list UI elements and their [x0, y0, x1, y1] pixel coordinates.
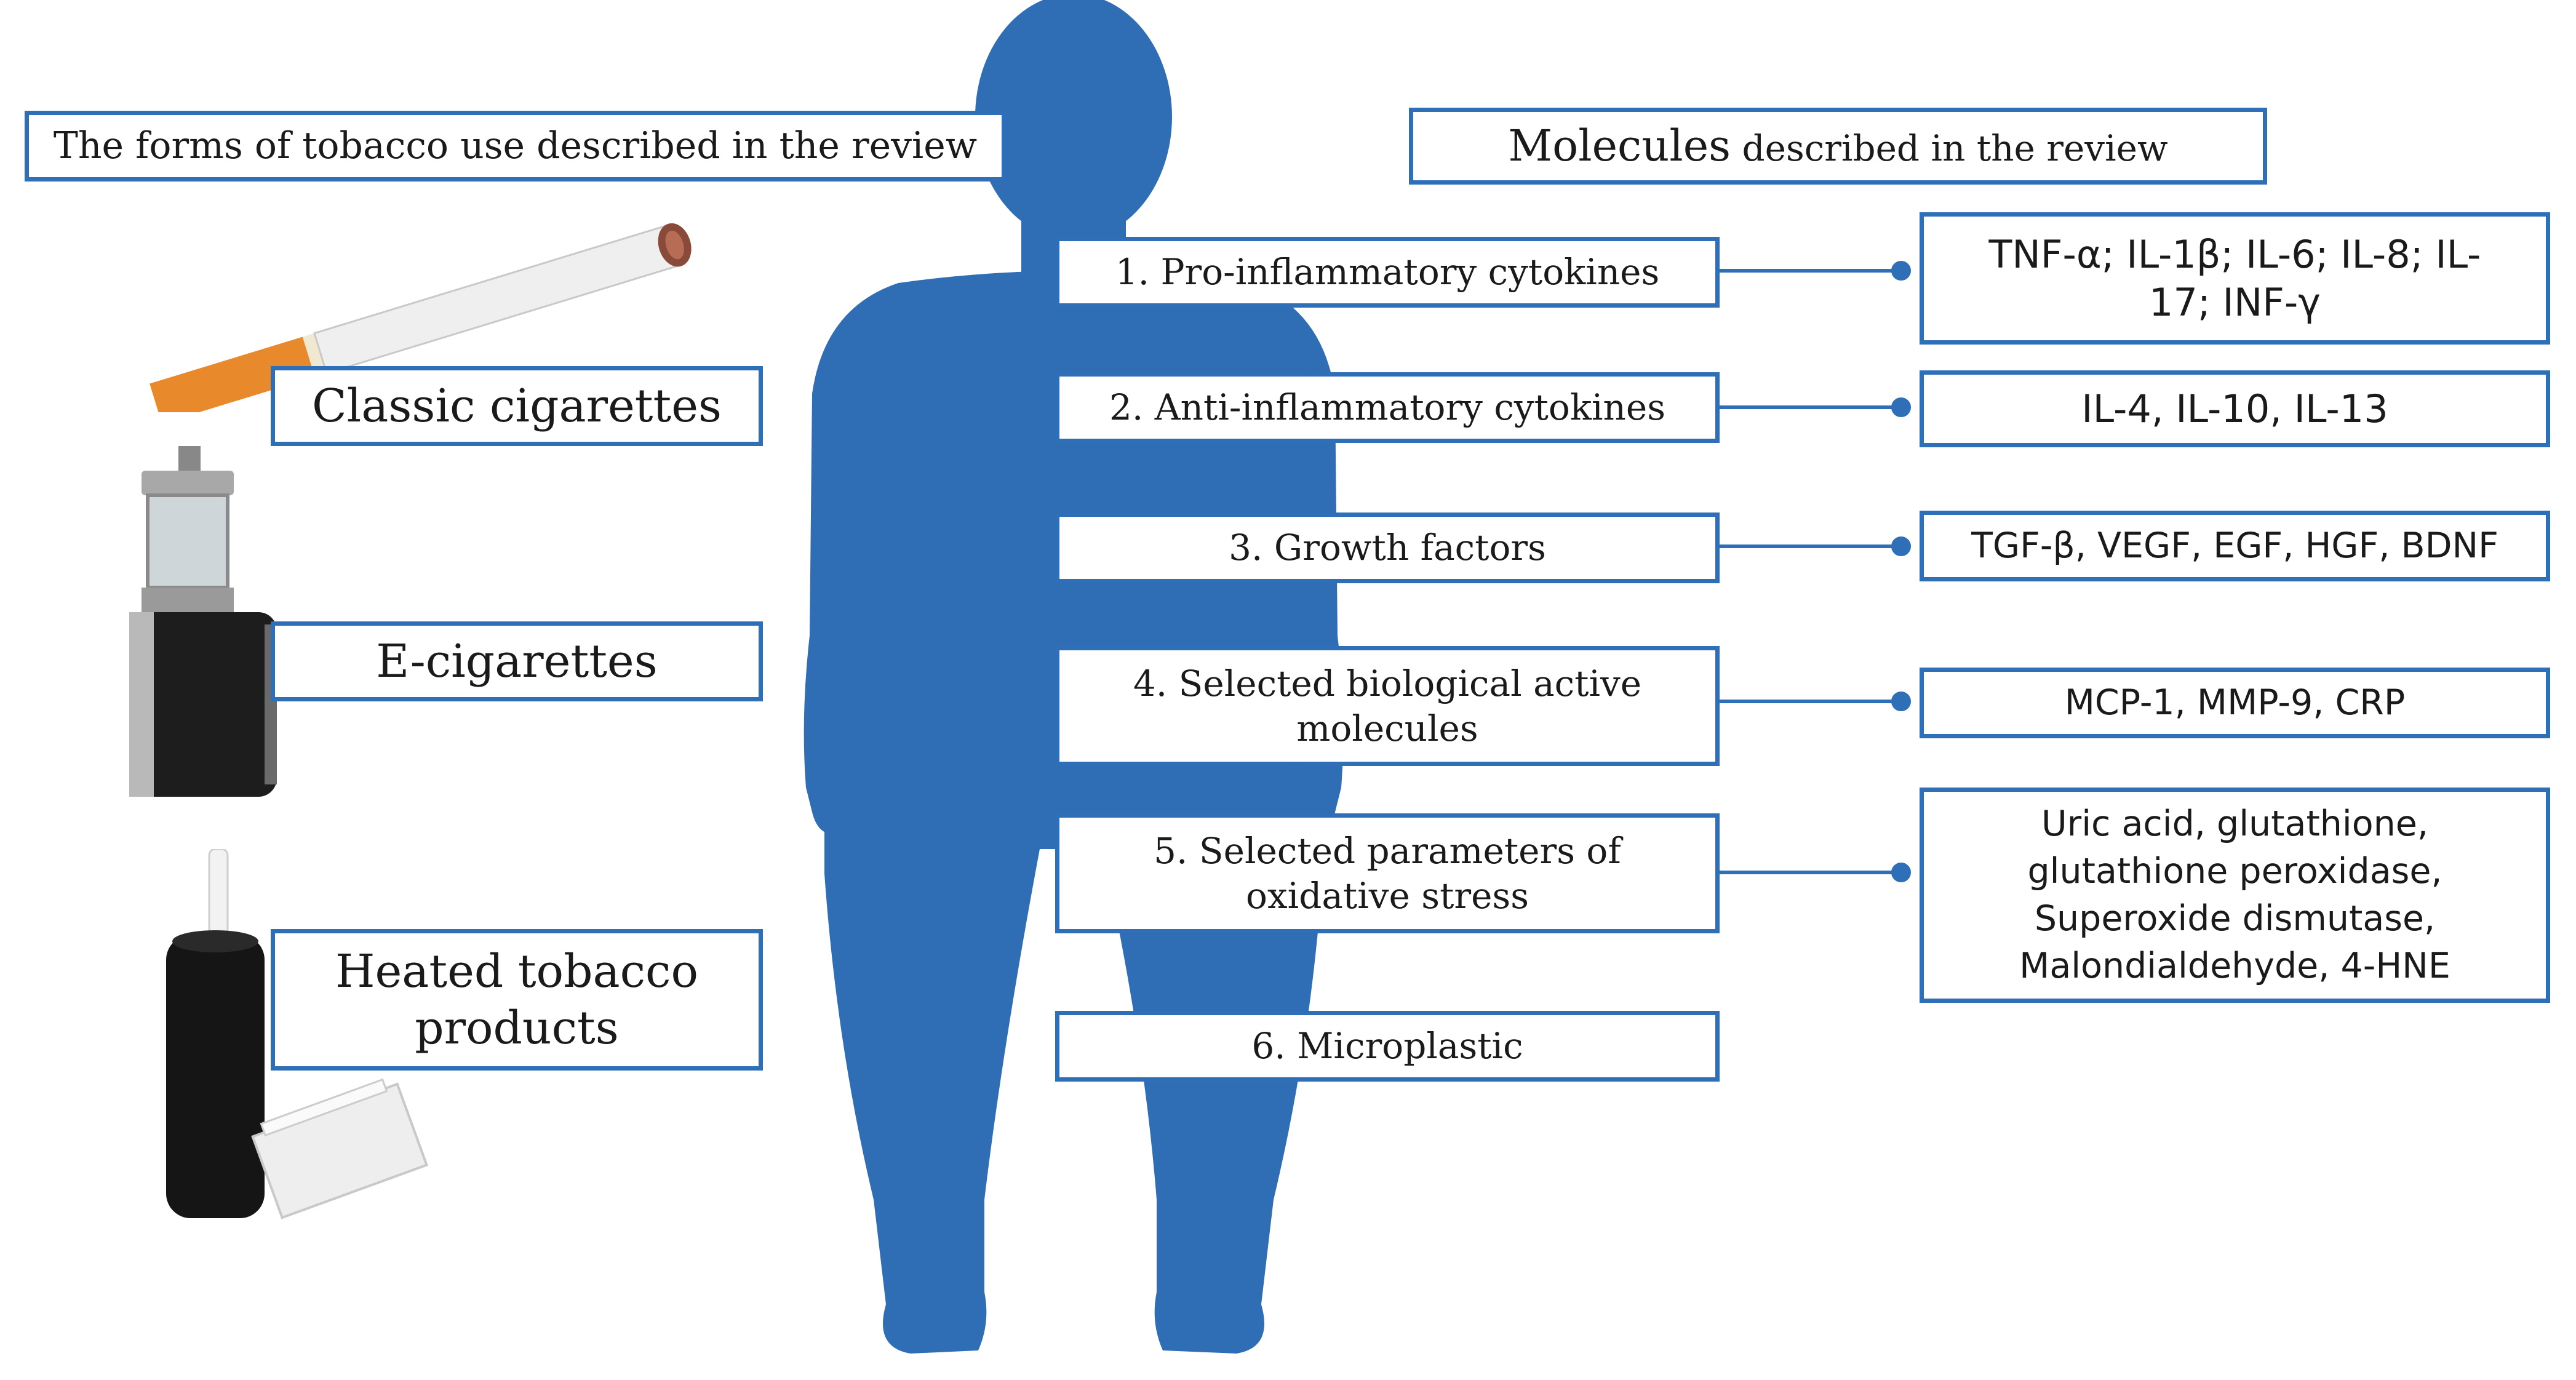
tobacco-form-classic-cigarettes: Classic cigarettes — [271, 366, 763, 446]
molecules-list: TNF-α; IL-1β; IL-6; IL-8; IL-17; INF-γ — [1988, 232, 2481, 325]
tobacco-form-e-cigarettes: E-cigarettes — [271, 621, 763, 701]
tobacco-forms-header: The forms of tobacco use described in th… — [25, 111, 1006, 181]
tobacco-form-label: E-cigarettes — [376, 634, 658, 688]
molecules-header-rest: described in the review — [1731, 127, 2168, 169]
category-oxidative-stress: 5. Selected parameters of oxidative stre… — [1055, 813, 1720, 933]
molecules-header-word: Molecules — [1508, 120, 1731, 171]
tobacco-forms-header-text: The forms of tobacco use described in th… — [53, 124, 978, 167]
molecules-oxidative-stress: Uric acid, glutathione, glutathione pero… — [1920, 788, 2550, 1003]
molecules-list: MCP-1, MMP-9, CRP — [2064, 682, 2406, 723]
heated-tobacco-device-icon — [166, 849, 429, 1219]
category-label: 6. Microplastic — [1251, 1025, 1523, 1067]
category-growth-factors: 3. Growth factors — [1055, 513, 1720, 583]
category-label: 2. Anti-inflammatory cytokines — [1109, 386, 1665, 429]
tobacco-form-label: Heated tobacco products — [335, 944, 699, 1055]
molecules-biological-active: MCP-1, MMP-9, CRP — [1920, 668, 2550, 738]
category-label: 3. Growth factors — [1229, 527, 1546, 569]
category-label: 1. Pro-inflammatory cytokines — [1115, 251, 1660, 293]
category-label: 5. Selected parameters of oxidative stre… — [1154, 830, 1621, 917]
molecules-header: Molecules described in the review — [1409, 108, 2267, 185]
tobacco-form-heated-tobacco: Heated tobacco products — [271, 929, 763, 1071]
molecules-anti-inflammatory: IL-4, IL-10, IL-13 — [1920, 370, 2550, 447]
category-label: 4. Selected biological active molecules — [1133, 663, 1642, 749]
category-biological-active: 4. Selected biological active molecules — [1055, 646, 1720, 766]
molecules-pro-inflammatory: TNF-α; IL-1β; IL-6; IL-8; IL-17; INF-γ — [1920, 212, 2550, 345]
cigarette-icon — [150, 223, 692, 412]
vape-device-icon — [129, 446, 277, 797]
tobacco-form-label: Classic cigarettes — [312, 379, 722, 433]
category-pro-inflammatory: 1. Pro-inflammatory cytokines — [1055, 237, 1720, 308]
category-microplastic: 6. Microplastic — [1055, 1011, 1720, 1082]
molecules-header-text: Molecules described in the review — [1508, 119, 2167, 173]
molecules-list: TGF-β, VEGF, EGF, HGF, BDNF — [1971, 525, 2498, 566]
molecules-list: IL-4, IL-10, IL-13 — [2081, 386, 2388, 431]
molecules-growth-factors: TGF-β, VEGF, EGF, HGF, BDNF — [1920, 511, 2550, 581]
category-anti-inflammatory: 2. Anti-inflammatory cytokines — [1055, 372, 1720, 443]
molecules-list: Uric acid, glutathione, glutathione pero… — [2019, 804, 2450, 986]
